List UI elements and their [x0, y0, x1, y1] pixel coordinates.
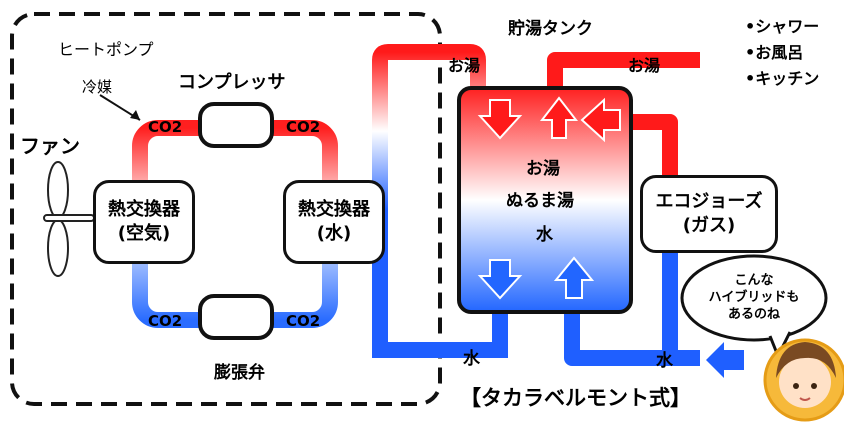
co2-label: CO2	[148, 118, 183, 136]
bubble-line: あるのね	[727, 307, 780, 322]
hx-air-sub: (空気)	[117, 223, 171, 244]
ecojoz-sub: (ガス)	[682, 215, 736, 236]
expansion-valve-box	[198, 294, 274, 340]
hot-water-label: お湯	[628, 56, 661, 75]
down-arrow-icon	[477, 259, 523, 300]
fan-label: ファン	[20, 134, 80, 158]
ecojoz-hot-pipe	[625, 114, 678, 180]
water-supply-pipe	[564, 305, 700, 366]
tank-lukewarm-label: ぬるま湯	[506, 191, 574, 211]
heatpump-label: ヒートポンプ	[58, 40, 154, 59]
up-arrow-icon	[553, 256, 595, 299]
co2-label: CO2	[148, 312, 183, 330]
tank-title: 貯湯タンク	[508, 19, 593, 39]
hot-water-label: お湯	[448, 56, 481, 75]
list-item: •キッチン	[745, 69, 820, 88]
caption: 【タカラベルモント式】	[460, 386, 691, 410]
heat-exchanger-water: 熱交換器 (水)	[283, 180, 385, 264]
list-item: •お風呂	[745, 43, 804, 62]
tank-body	[457, 86, 633, 314]
bubble-line: ハイブリッドも	[708, 290, 800, 305]
speech-bubble	[680, 254, 828, 360]
bubble-line: こんな	[734, 273, 774, 288]
ecojoz-box: エコジョーズ (ガス)	[640, 175, 778, 253]
heatpump-boundary	[10, 12, 442, 406]
compressor-label: コンプレッサ	[178, 72, 286, 93]
refrigerant-label: 冷媒	[82, 78, 113, 96]
fan-icon	[43, 161, 95, 277]
hot-supply-pipe	[547, 52, 700, 95]
water-label: 水	[656, 351, 673, 371]
co2-label: CO2	[286, 118, 321, 136]
hx-water-sub: (水)	[316, 223, 352, 244]
left-arrow-icon	[580, 97, 621, 143]
hotwater-pipe	[372, 44, 486, 210]
expansion-valve-label: 膨張弁	[214, 363, 265, 383]
compressor-box	[198, 102, 274, 148]
hx-water-title: 熱交換器	[298, 199, 370, 220]
co2-label: CO2	[286, 312, 321, 330]
avatar	[763, 338, 844, 422]
tank-water-label: 水	[536, 225, 553, 245]
ecojoz-title: エコジョーズ	[655, 191, 763, 212]
list-item: •シャワー	[745, 17, 820, 36]
hx-air-title: 熱交換器	[108, 199, 180, 220]
coldwater-return-pipe	[372, 210, 508, 358]
tank-hot-label: お湯	[526, 159, 560, 179]
uses-list: •シャワー •お風呂 •キッチン	[745, 14, 819, 92]
heat-exchanger-air: 熱交換器 (空気)	[93, 180, 195, 264]
left-arrow-icon	[706, 342, 744, 378]
water-label: 水	[463, 349, 480, 369]
speech-bubble-text: こんな ハイブリッドも あるのね	[694, 272, 814, 323]
down-arrow-icon	[477, 99, 523, 140]
up-arrow-icon	[539, 96, 579, 139]
